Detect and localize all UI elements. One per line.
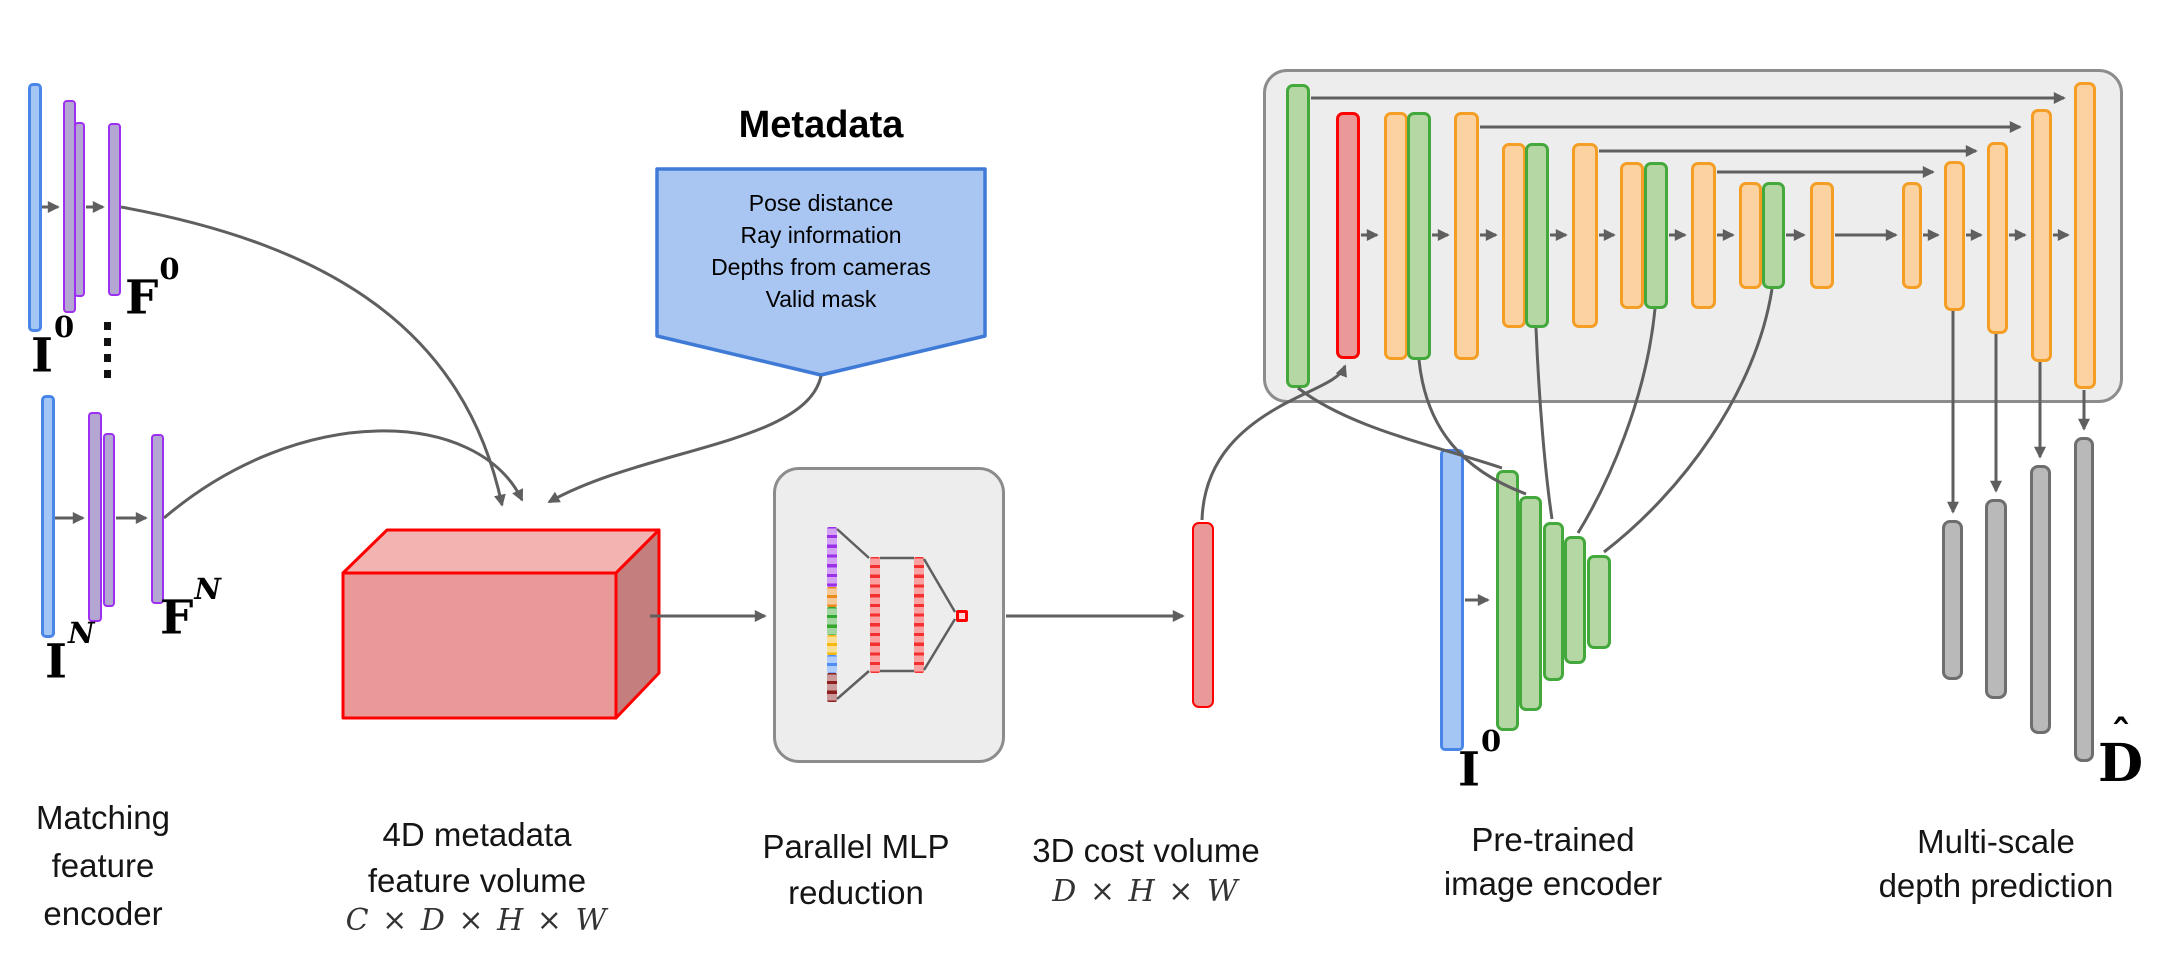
- feature-bar-bottom-2: [103, 433, 115, 607]
- encoder-bar-4: [1564, 536, 1586, 664]
- metadata-banner-shape: [655, 167, 987, 377]
- metadata-items: Pose distance Ray information Depths fro…: [657, 187, 985, 315]
- label-reference-image: I0: [1458, 724, 1502, 798]
- depth-map-bar-1: [1942, 520, 1963, 680]
- reference-image-bar: [1440, 449, 1464, 751]
- encoder-bar-1: [1496, 470, 1519, 731]
- feature-bar-bottom-3: [151, 434, 164, 604]
- decoder-bar-12: [1739, 182, 1762, 289]
- caption-matching-encoder: Matching feature encoder: [36, 799, 170, 932]
- encoder-bar-2: [1519, 496, 1542, 711]
- depth-map-bar-2: [1985, 499, 2007, 699]
- metadata-item: Depths from cameras: [711, 254, 931, 280]
- caption-depth-prediction: Multi-scale depth prediction: [1878, 823, 2114, 904]
- mlp-output-node: [956, 610, 968, 622]
- decoder-bar-5: [1454, 112, 1479, 360]
- dims-volume-4d: C × D × H × W: [345, 903, 609, 938]
- decoder-bar-3: [1384, 112, 1408, 360]
- decoder-bar-18: [2031, 109, 2052, 362]
- metadata-title: Metadata: [738, 104, 904, 146]
- encoder-bar-5: [1587, 555, 1611, 649]
- cost-volume-bar: [1192, 522, 1214, 708]
- volume-top-face: [341, 528, 661, 575]
- input-image-bar-bottom: [41, 395, 55, 638]
- caption-image-encoder: Pre-trained image encoder: [1443, 821, 1663, 902]
- label-feature-top: F0: [125, 252, 180, 326]
- decoder-bar-13: [1762, 182, 1785, 289]
- metadata-item: Ray information: [740, 222, 902, 248]
- volume-4d-shape: [341, 528, 661, 720]
- mlp-panel: [773, 467, 1005, 763]
- mlp-hidden-layer-1: [870, 557, 880, 673]
- metadata-item: Pose distance: [748, 190, 894, 216]
- caption-mlp: Parallel MLP reduction: [762, 828, 950, 911]
- decoder-bar-17: [1987, 142, 2008, 334]
- decoder-bar-16: [1944, 161, 1965, 311]
- dims-cost-volume: D × H × W: [1052, 874, 1240, 909]
- input-image-bar-top: [28, 83, 42, 332]
- decoder-bar-19: [2074, 82, 2096, 389]
- feature-bar-top-2: [74, 122, 85, 297]
- decoder-bar-6: [1502, 143, 1526, 328]
- caption-volume-4d: 4D metadata feature volume: [367, 816, 587, 899]
- depth-map-bar-3: [2030, 465, 2051, 734]
- decoder-bar-14: [1810, 182, 1834, 289]
- caption-cost-volume: 3D cost volume: [1032, 832, 1260, 869]
- decoder-bar-2: [1336, 112, 1360, 359]
- label-image-bottom: IN: [45, 616, 95, 690]
- decoder-bar-11: [1691, 162, 1716, 309]
- label-feature-bottom: FN: [160, 572, 221, 646]
- decoder-bar-1: [1286, 84, 1310, 388]
- volume-front-face: [341, 571, 618, 720]
- decoder-bar-8: [1572, 143, 1598, 328]
- decoder-bar-7: [1525, 143, 1549, 328]
- metadata-item: Valid mask: [765, 286, 877, 312]
- decoder-bar-10: [1644, 162, 1668, 309]
- feature-bar-top-3: [108, 123, 121, 296]
- encoder-bar-3: [1543, 522, 1564, 681]
- decoder-bar-4: [1407, 112, 1431, 360]
- decoder-bar-9: [1620, 162, 1644, 309]
- decoder-bar-15: [1902, 182, 1922, 289]
- label-image-top: I0: [31, 310, 75, 384]
- mlp-hidden-layer-2: [914, 557, 924, 673]
- depth-map-bar-4: [2074, 437, 2094, 762]
- feature-bar-bottom-1: [88, 412, 102, 622]
